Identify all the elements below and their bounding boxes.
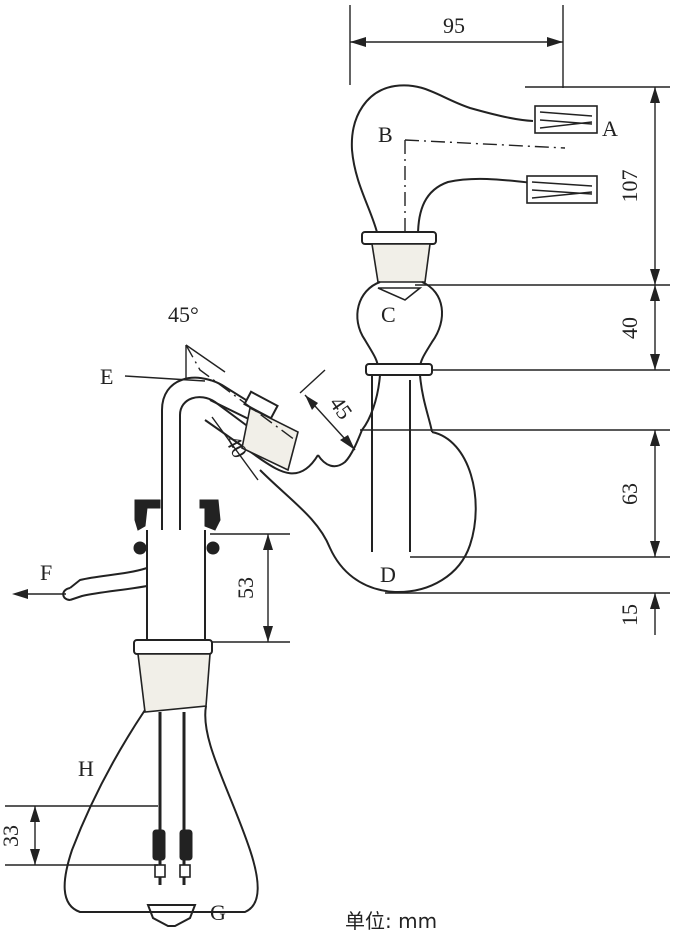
svg-text:C: C: [381, 302, 396, 327]
unit-note: 单位: mm: [345, 909, 437, 933]
svg-text:A: A: [602, 116, 618, 141]
upper-joint: [361, 231, 437, 283]
svg-text:63: 63: [617, 483, 642, 505]
svg-text:D: D: [380, 562, 396, 587]
svg-text:45°: 45°: [168, 302, 199, 327]
dimension-top-width: 95: [349, 5, 564, 88]
svg-text:E: E: [100, 364, 113, 389]
svg-text:95: 95: [443, 13, 465, 38]
svg-text:H: H: [78, 756, 94, 781]
top-bulb-b: A B: [350, 84, 618, 237]
trap-f: F 53: [12, 499, 290, 645]
svg-text:G: G: [210, 900, 226, 925]
flask-d: D: [259, 374, 477, 594]
flask-h: G H 33: [0, 639, 259, 927]
svg-text:107: 107: [617, 170, 642, 203]
dimension-right-stack: 107 40 63 15: [360, 86, 670, 635]
bulb-c: C: [356, 281, 443, 376]
svg-text:15: 15: [617, 604, 642, 626]
side-arm-e: 45° E 40 45: [100, 302, 358, 530]
svg-text:B: B: [378, 122, 393, 147]
svg-text:40: 40: [617, 317, 642, 339]
svg-text:45: 45: [325, 392, 358, 424]
coil-a-upper: [534, 105, 598, 134]
svg-text:33: 33: [0, 825, 23, 847]
svg-text:53: 53: [233, 577, 258, 599]
svg-text:F: F: [40, 560, 52, 585]
coil-a-lower: [526, 175, 598, 204]
